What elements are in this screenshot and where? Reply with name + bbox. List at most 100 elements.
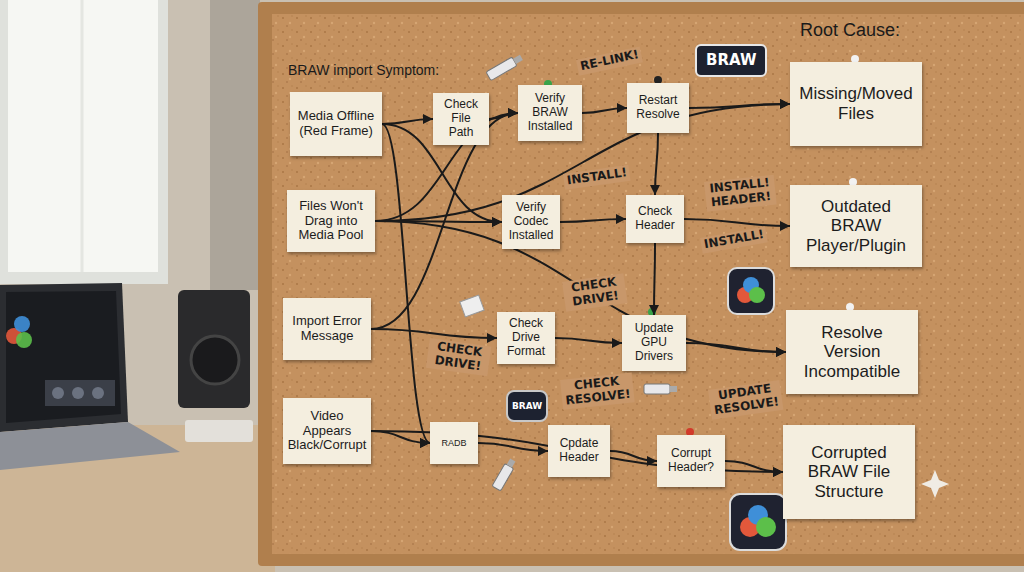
card-text: Video Appears Black/Corrupt — [288, 409, 367, 454]
string-connector — [382, 119, 433, 124]
card-text: Import Error Message — [288, 314, 366, 344]
string-connector — [478, 443, 548, 451]
cause-card: Missing/Moved Files — [790, 62, 922, 146]
usb-stick — [644, 384, 677, 394]
step-card: Update GPU Drivers — [622, 315, 686, 371]
resolve-logo-dot — [756, 517, 776, 537]
string-connector — [655, 133, 658, 195]
card-text: Files Won't Drag into Media Pool — [292, 199, 370, 244]
laptop-ui-wheel — [92, 387, 104, 399]
window-frame — [0, 0, 168, 284]
string-connector — [375, 221, 786, 352]
step-card: Verify BRAW Installed — [518, 85, 582, 141]
card-text: RADB — [441, 438, 466, 448]
window-mullion — [81, 0, 84, 272]
string-connector — [582, 108, 627, 113]
laptop-ui-wheel — [52, 387, 64, 399]
resolve-logo-dot — [14, 316, 30, 332]
usb-stick — [492, 457, 517, 491]
step-card: Check File Path — [433, 93, 489, 145]
symptom-card: Files Won't Drag into Media Pool — [287, 190, 375, 252]
step-card: Verify Codec Installed — [502, 195, 560, 249]
desk-drive — [185, 420, 253, 442]
laptop-screen — [0, 283, 128, 432]
step-card: Restart Resolve — [627, 83, 689, 133]
sparkle — [921, 470, 949, 498]
string-connector — [686, 343, 786, 352]
card-text: Restart Resolve — [632, 94, 684, 122]
card-text: Verify Codec Installed — [507, 201, 555, 242]
string-connector — [725, 461, 783, 472]
resolve-logo-dot — [16, 332, 32, 348]
string-connector — [555, 338, 622, 343]
usb-body — [644, 384, 670, 394]
laptop-base — [0, 422, 180, 470]
camera-body — [178, 290, 250, 408]
string-connector — [684, 219, 790, 226]
symptom-card: Media Offline (Red Frame) — [290, 92, 382, 156]
cause-card: Corrupted BRAW File Structure — [783, 425, 915, 519]
card-text: Check Drive Format — [502, 317, 550, 358]
braw-sticker: BRAW — [695, 44, 767, 77]
paper-scrap — [460, 295, 484, 317]
cause-card: Outdated BRAW Player/Plugin — [790, 185, 922, 267]
string-connector — [654, 243, 655, 315]
card-text: Outdated BRAW Player/Plugin — [795, 197, 917, 256]
corkboard-frame — [258, 2, 1024, 566]
sticker-base — [730, 494, 786, 550]
usb-plug — [670, 386, 677, 392]
card-text: Resolve Version Incompatible — [791, 323, 913, 382]
sticker-base — [728, 268, 774, 314]
handwritten-note: UPDATE RESOLVE! — [708, 380, 783, 419]
resolve-sticker — [728, 268, 774, 314]
wall-shadow — [210, 0, 260, 290]
corkboard — [272, 14, 1024, 554]
card-text: Verify BRAW Installed — [523, 92, 577, 133]
usb-body — [492, 463, 514, 491]
handwritten-note: INSTALL! HEADER! — [704, 175, 777, 212]
laptop-ui-wheel — [72, 387, 84, 399]
step-card: Corrupt Header? — [657, 435, 725, 487]
braw-sticker: BRAW — [506, 390, 548, 422]
card-text: Check File Path — [438, 98, 484, 139]
symptom-card: Import Error Message — [283, 298, 371, 360]
card-text: Cpdate Header — [553, 437, 605, 465]
symptom-card: Video Appears Black/Corrupt — [283, 398, 371, 464]
handwritten-note: CHECK DRIVE! — [562, 273, 628, 311]
resolve-sticker — [730, 494, 786, 550]
handwritten-note: CHECK DRIVE! — [426, 338, 492, 376]
column-heading: Root Cause: — [800, 20, 900, 41]
laptop-display — [6, 291, 121, 423]
resolve-logo-dot — [749, 287, 765, 303]
card-text: Missing/Moved Files — [795, 84, 917, 123]
usb-plug — [513, 55, 523, 64]
usb-body — [486, 57, 517, 81]
card-text: Corrupted BRAW File Structure — [788, 443, 910, 502]
cause-card: Resolve Version Incompatible — [786, 310, 918, 394]
step-card: Cpdate Header — [548, 425, 610, 477]
handwritten-note: INSTALL! — [700, 226, 768, 253]
usb-plug — [507, 458, 516, 467]
string-connector — [610, 451, 657, 461]
window-glass — [8, 0, 158, 272]
column-heading: BRAW import Symptom: — [288, 62, 439, 78]
string-connector — [371, 113, 518, 329]
card-text: Corrupt Header? — [662, 447, 720, 475]
step-card: Check Header — [626, 195, 684, 243]
step-card: Check Drive Format — [497, 312, 555, 364]
card-text: Check Header — [631, 205, 679, 233]
string-connector — [560, 219, 626, 222]
card-text: Update GPU Drivers — [627, 322, 681, 363]
handwritten-note: RE-LINK! — [576, 46, 643, 75]
camera-lens — [191, 336, 239, 384]
laptop-ui-panel — [45, 380, 115, 406]
usb-stick — [486, 53, 524, 81]
string-connector — [371, 329, 497, 338]
string-connector — [382, 124, 430, 443]
card-text: Media Offline (Red Frame) — [295, 109, 377, 139]
handwritten-note: CHECK RESOLVE! — [560, 372, 635, 409]
handwritten-note: INSTALL! — [563, 165, 631, 190]
step-card: RADB — [430, 422, 478, 464]
